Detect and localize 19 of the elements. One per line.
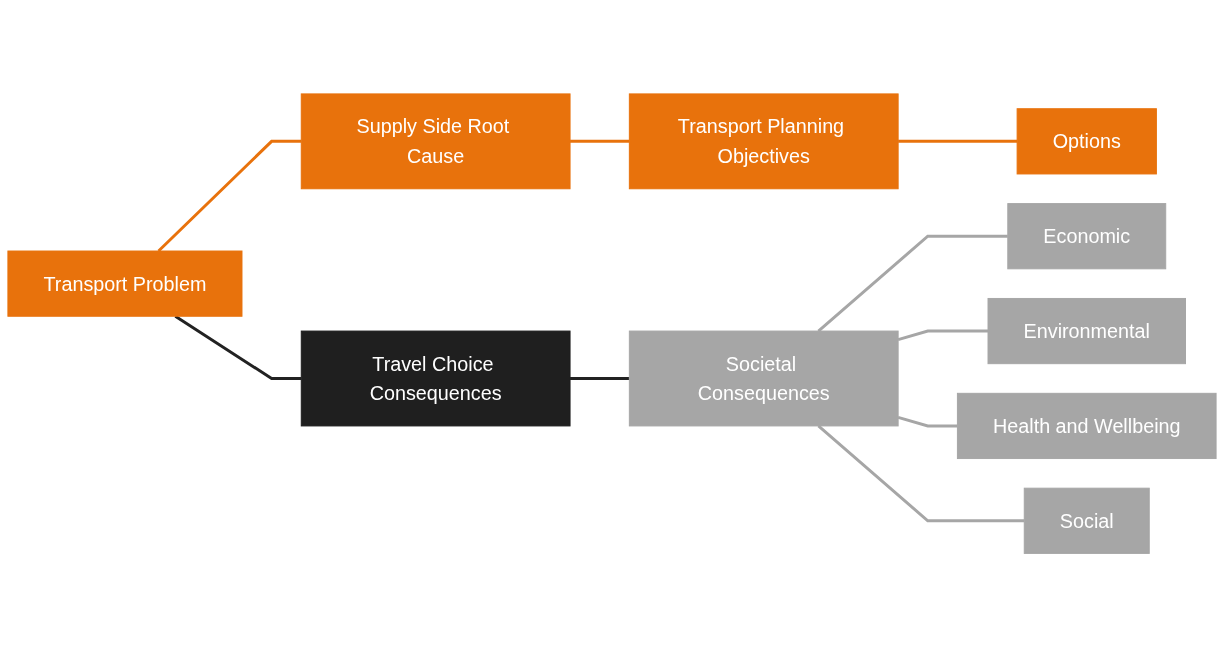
connector bbox=[157, 140, 302, 253]
node-box: Societal Consequences bbox=[628, 330, 899, 427]
connector bbox=[174, 315, 302, 381]
connector bbox=[817, 235, 1008, 333]
node-box: Transport Planning Objectives bbox=[628, 93, 899, 190]
node-box: Options bbox=[1016, 108, 1157, 175]
node-box: Economic bbox=[1007, 203, 1167, 270]
node-box: Social bbox=[1023, 488, 1150, 555]
node-box: Health and Wellbeing bbox=[956, 393, 1217, 460]
connector bbox=[570, 377, 630, 381]
node-box: Transport Problem bbox=[7, 250, 243, 318]
connector bbox=[570, 140, 630, 144]
node-box: Travel Choice Consequences bbox=[300, 330, 571, 427]
connector bbox=[897, 329, 988, 342]
connector bbox=[817, 425, 1025, 523]
connector bbox=[898, 140, 1018, 144]
node-box: Supply Side Root Cause bbox=[300, 93, 571, 190]
connector bbox=[897, 416, 958, 428]
node-box: Environmental bbox=[987, 298, 1186, 365]
